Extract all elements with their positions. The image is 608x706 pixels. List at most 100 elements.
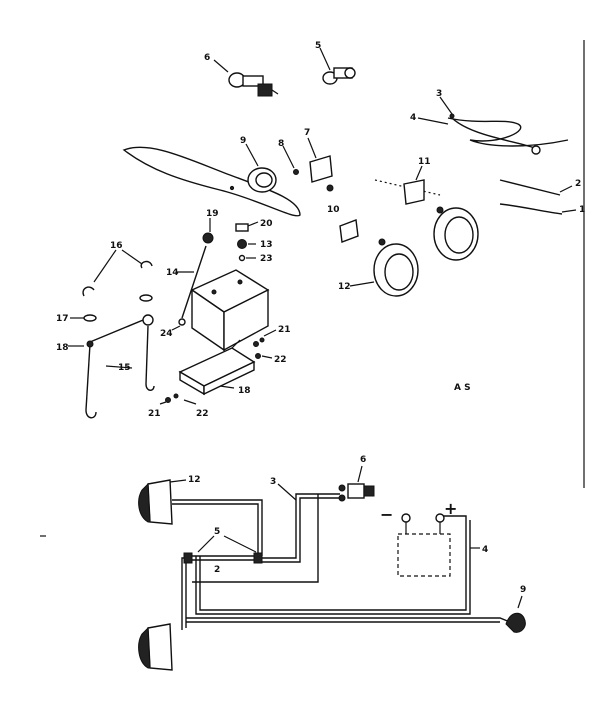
wire-dot bbox=[229, 185, 235, 191]
part-20-clamp bbox=[235, 221, 259, 232]
schem-leader-5b bbox=[223, 535, 257, 553]
battery-minus: − bbox=[380, 505, 393, 524]
part-headlight-right bbox=[433, 206, 479, 261]
leader-11 bbox=[415, 165, 423, 181]
leader-1 bbox=[561, 209, 577, 213]
leader-21a bbox=[263, 329, 277, 337]
leader-20 bbox=[247, 221, 259, 227]
part-23-washer bbox=[238, 254, 246, 262]
schem-callout-4: 4 bbox=[482, 545, 488, 555]
schem-leader-9 bbox=[517, 595, 523, 609]
part-11-bracket bbox=[403, 165, 425, 205]
part-17-washer-b bbox=[139, 294, 153, 302]
part-13-nut bbox=[237, 239, 247, 249]
callout-22b: 22 bbox=[196, 409, 209, 419]
part-2-cable bbox=[499, 179, 573, 196]
leader-24 bbox=[171, 325, 181, 331]
callout-9: 9 bbox=[240, 136, 246, 146]
schem-callout-6: 6 bbox=[360, 455, 366, 465]
schem-leader-6 bbox=[357, 465, 363, 483]
leader-6 bbox=[213, 59, 229, 73]
part-18-tray bbox=[178, 339, 256, 396]
part-17-washer bbox=[83, 314, 97, 322]
callout-24: 24 bbox=[160, 329, 173, 339]
part-24-clip bbox=[178, 318, 186, 326]
leader-16a bbox=[93, 249, 117, 283]
schem-leader-12 bbox=[169, 479, 187, 483]
callout-1: 1 bbox=[579, 205, 585, 215]
leader-22b bbox=[183, 399, 197, 405]
callout-6: 6 bbox=[204, 53, 210, 63]
callout-13: 13 bbox=[260, 240, 273, 250]
callout-11: 11 bbox=[418, 157, 431, 167]
battery bbox=[190, 269, 270, 352]
leader-12 bbox=[349, 281, 375, 287]
part-21-bolt-b bbox=[259, 337, 265, 343]
schem-callout-3: 3 bbox=[270, 477, 276, 487]
part-7-bracket bbox=[307, 137, 333, 183]
part-8-screw bbox=[282, 145, 299, 175]
callout-10: 10 bbox=[327, 205, 340, 215]
schematic-battery bbox=[397, 513, 480, 577]
part-14-rod bbox=[176, 245, 207, 319]
callout-14: 14 bbox=[166, 268, 179, 278]
part-3-4-harness bbox=[417, 96, 569, 155]
callout-8: 8 bbox=[278, 139, 284, 149]
align-line bbox=[374, 179, 441, 196]
drawing-mark: A S bbox=[454, 383, 471, 393]
callout-18: 18 bbox=[238, 386, 251, 396]
callout-20: 20 bbox=[260, 219, 273, 229]
callout-7: 7 bbox=[304, 128, 310, 138]
schem-callout-12: 12 bbox=[188, 475, 201, 485]
part-19-nut bbox=[202, 232, 214, 244]
callout-22a: 22 bbox=[274, 355, 287, 365]
leader-9 bbox=[245, 143, 259, 167]
leader-5 bbox=[319, 47, 331, 71]
part-16-hooks bbox=[82, 249, 153, 297]
part-21-bolt-c bbox=[165, 397, 171, 403]
part-10-nut bbox=[326, 184, 334, 192]
part-1-cable bbox=[499, 203, 577, 215]
leader-8 bbox=[282, 145, 295, 169]
schem-callout-2: 2 bbox=[214, 565, 220, 575]
schem-leader-5a bbox=[197, 535, 215, 553]
schematic-connector-5a bbox=[183, 552, 193, 564]
part-18-nut bbox=[86, 340, 94, 348]
callout-2: 2 bbox=[575, 179, 581, 189]
schematic-horn-9 bbox=[505, 595, 526, 633]
leader-7 bbox=[307, 137, 317, 159]
callout-4: 4 bbox=[410, 113, 416, 123]
wire-loop bbox=[122, 146, 301, 217]
part-12-headlight bbox=[339, 219, 419, 297]
callout-17: 17 bbox=[56, 314, 69, 324]
part-21-bolt-a bbox=[253, 341, 259, 347]
part-9-horn bbox=[245, 143, 277, 193]
leader-22a bbox=[261, 355, 273, 359]
battery-plus: + bbox=[444, 499, 457, 518]
callout-21a: 21 bbox=[278, 325, 291, 335]
callout-16: 16 bbox=[110, 241, 123, 251]
leader-18 bbox=[219, 385, 235, 389]
callout-23: 23 bbox=[260, 254, 273, 264]
leader-21b bbox=[159, 401, 167, 405]
schematic-connector-5b bbox=[253, 552, 263, 564]
schem-leader-3 bbox=[277, 483, 297, 501]
part-15-rods bbox=[85, 314, 155, 419]
leader-4 bbox=[417, 117, 449, 125]
callout-5: 5 bbox=[315, 41, 321, 51]
part-6-switch bbox=[213, 59, 279, 97]
leader-16b bbox=[121, 249, 143, 265]
leader-15 bbox=[105, 365, 133, 369]
schematic-switch-6 bbox=[338, 465, 375, 502]
callout-12: 12 bbox=[338, 282, 351, 292]
callout-19: 19 bbox=[206, 209, 219, 219]
schem-callout-9: 9 bbox=[520, 585, 526, 595]
part-22-washer-b bbox=[173, 393, 179, 399]
callout-3: 3 bbox=[436, 89, 442, 99]
callout-18b: 18 bbox=[56, 343, 69, 353]
callout-21b: 21 bbox=[148, 409, 161, 419]
schem-callout-5: 5 bbox=[214, 527, 220, 537]
schematic-headlight-bottom bbox=[138, 623, 173, 671]
part-22-washer-a bbox=[255, 353, 261, 359]
